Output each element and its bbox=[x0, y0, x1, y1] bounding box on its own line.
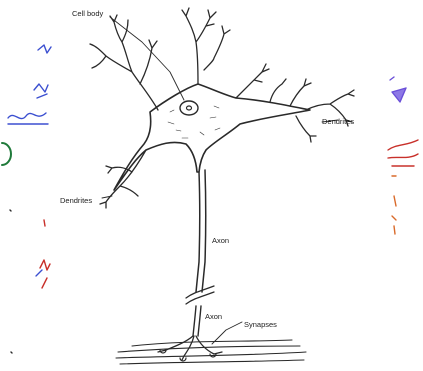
label-dendrites-left: Dendrites bbox=[60, 196, 92, 205]
label-axon-upper: Axon bbox=[212, 236, 229, 245]
dendrite-right bbox=[270, 79, 354, 142]
cell-body-outline bbox=[114, 84, 310, 190]
label-synapses: Synapses bbox=[244, 320, 277, 329]
cytoplasm-texture bbox=[168, 106, 220, 138]
axon-break bbox=[186, 286, 214, 304]
right-annotations bbox=[388, 77, 418, 234]
label-dendrites-right: Dendrites bbox=[322, 117, 354, 126]
axon-lower bbox=[193, 306, 201, 336]
annotation-red-1 bbox=[44, 220, 45, 226]
diagram-labels: Cell body Dendrites Dendrites Axon Axon … bbox=[60, 9, 354, 329]
annotation-blue-4 bbox=[36, 270, 42, 276]
annotation-blue-1 bbox=[38, 45, 51, 53]
annotation-green-circle bbox=[2, 143, 11, 165]
annotation-red-3 bbox=[388, 140, 418, 166]
annotation-purple-1 bbox=[390, 77, 406, 102]
annotation-orange-1 bbox=[392, 176, 396, 234]
left-annotations bbox=[2, 45, 51, 353]
annotation-dot bbox=[10, 210, 12, 353]
label-axon-lower: Axon bbox=[205, 312, 222, 321]
annotation-red-2 bbox=[40, 260, 50, 288]
dendrite-top bbox=[182, 8, 230, 84]
annotation-blue-2 bbox=[34, 84, 48, 98]
label-cell-body: Cell body bbox=[72, 9, 104, 18]
dendrite-left bbox=[100, 150, 146, 208]
neuron bbox=[90, 8, 354, 364]
annotation-blue-3 bbox=[8, 113, 48, 124]
cell-body-leader bbox=[110, 17, 184, 100]
axon bbox=[196, 170, 206, 292]
nucleus bbox=[180, 101, 198, 115]
dendrite-upper-right bbox=[236, 64, 269, 98]
dendrite-top-left bbox=[90, 15, 158, 110]
nucleolus bbox=[187, 106, 192, 110]
